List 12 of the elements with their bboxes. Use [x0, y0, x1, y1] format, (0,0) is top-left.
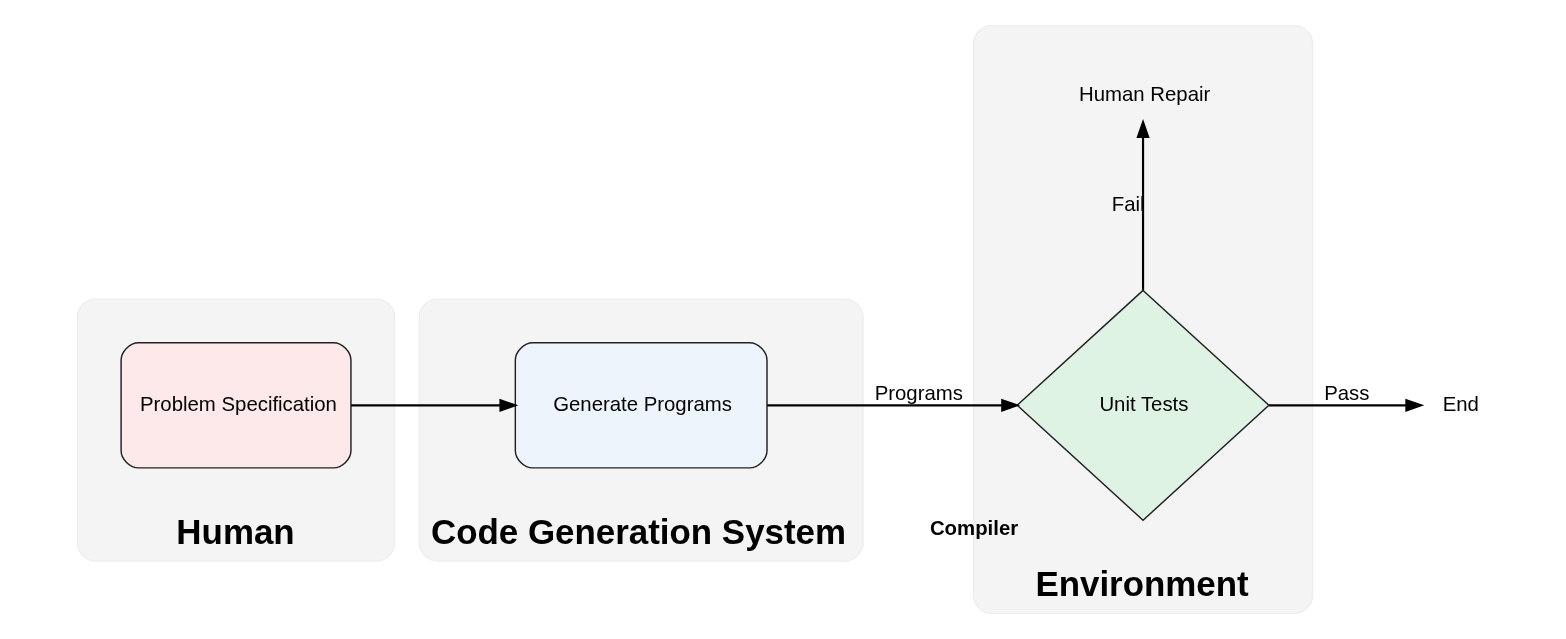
arrow — [1269, 398, 1425, 412]
node-diamond: Unit Tests — [1016, 289, 1270, 522]
edge-label: Pass — [1324, 381, 1370, 404]
arrow — [767, 398, 1021, 412]
edge-label: Programs — [874, 381, 963, 404]
node-box: Generate Programs — [514, 342, 768, 469]
node-box: Problem Specification — [120, 342, 352, 469]
arrow — [1136, 119, 1150, 291]
node-text: End — [1442, 392, 1479, 415]
node-text: Human Repair — [1079, 82, 1211, 105]
arrow — [351, 398, 519, 412]
node-label: Compiler — [929, 517, 1019, 540]
